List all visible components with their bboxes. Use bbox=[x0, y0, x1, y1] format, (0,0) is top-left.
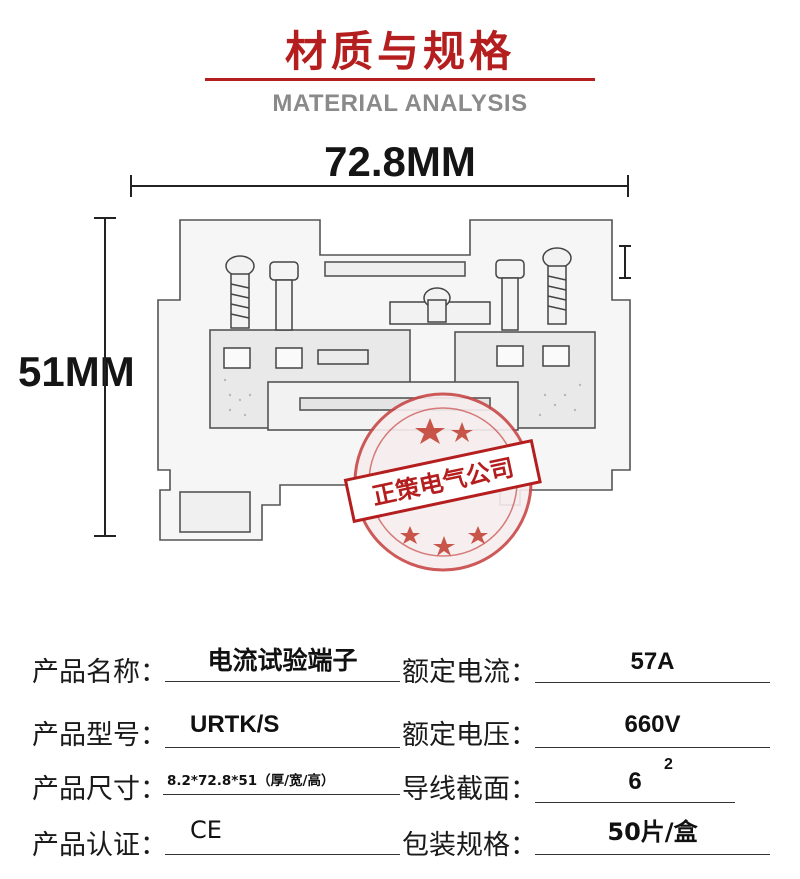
size-value: 8.2*72.8*51（厚/宽/高） bbox=[163, 774, 400, 795]
rated-current-value: 57A bbox=[535, 650, 770, 683]
clamp-right-icon bbox=[495, 259, 525, 331]
wire-section-superscript: 2 bbox=[664, 756, 673, 773]
height-dimension-line bbox=[94, 217, 116, 537]
wire-section-value: 6 bbox=[535, 770, 735, 803]
size-label: 产品尺寸： bbox=[32, 774, 167, 805]
packing-label: 包装规格： bbox=[402, 830, 537, 861]
thickness-marker bbox=[619, 245, 631, 279]
model-value: URTK/S bbox=[165, 713, 400, 748]
product-name-value: 电流试验端子 bbox=[165, 648, 400, 682]
product-name-label: 产品名称： bbox=[32, 657, 167, 688]
page-title: 材质与规格 bbox=[284, 27, 515, 76]
terminal-windows bbox=[223, 345, 570, 369]
company-stamp-icon: 正策电气公司 bbox=[343, 392, 542, 572]
certification-value: CE bbox=[165, 818, 400, 855]
terminal-block-drawing: 正策电气公司 bbox=[94, 175, 631, 572]
rated-current-label: 额定电流： bbox=[402, 657, 537, 688]
width-dimension-label: 72.8MM bbox=[324, 138, 476, 185]
clamp-left-icon bbox=[269, 261, 299, 331]
screw-left-icon bbox=[225, 255, 255, 329]
page-subtitle: MATERIAL ANALYSIS bbox=[272, 90, 528, 117]
certification-label: 产品认证： bbox=[32, 830, 167, 861]
rated-voltage-label: 额定电压： bbox=[402, 720, 537, 751]
title-underline bbox=[205, 78, 595, 81]
packing-value: 50片/盒 bbox=[535, 820, 770, 855]
rated-voltage-value: 660V bbox=[535, 713, 770, 748]
center-slide-screw-icon bbox=[389, 287, 491, 325]
wire-section-label: 导线截面： bbox=[402, 774, 537, 805]
screw-right-icon bbox=[542, 247, 572, 325]
body-texture bbox=[223, 378, 582, 417]
height-dimension-label: 51MM bbox=[18, 348, 135, 395]
model-label: 产品型号： bbox=[32, 720, 167, 751]
width-dimension-line bbox=[130, 175, 629, 197]
